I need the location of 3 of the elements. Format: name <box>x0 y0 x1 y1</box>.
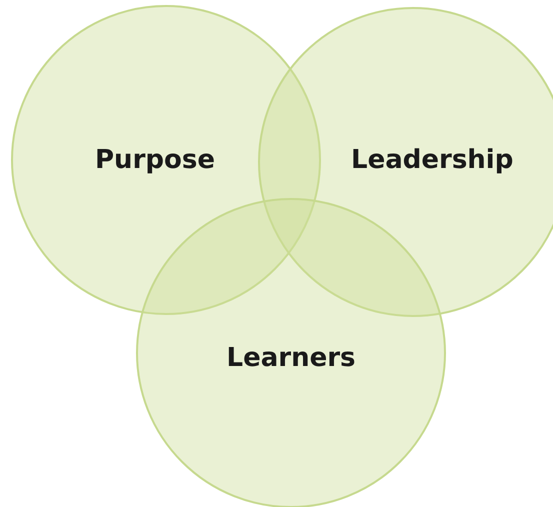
circle-label: Learners <box>226 343 356 373</box>
circle-label: Leadership <box>351 145 514 175</box>
circle-label: Purpose <box>95 145 215 175</box>
